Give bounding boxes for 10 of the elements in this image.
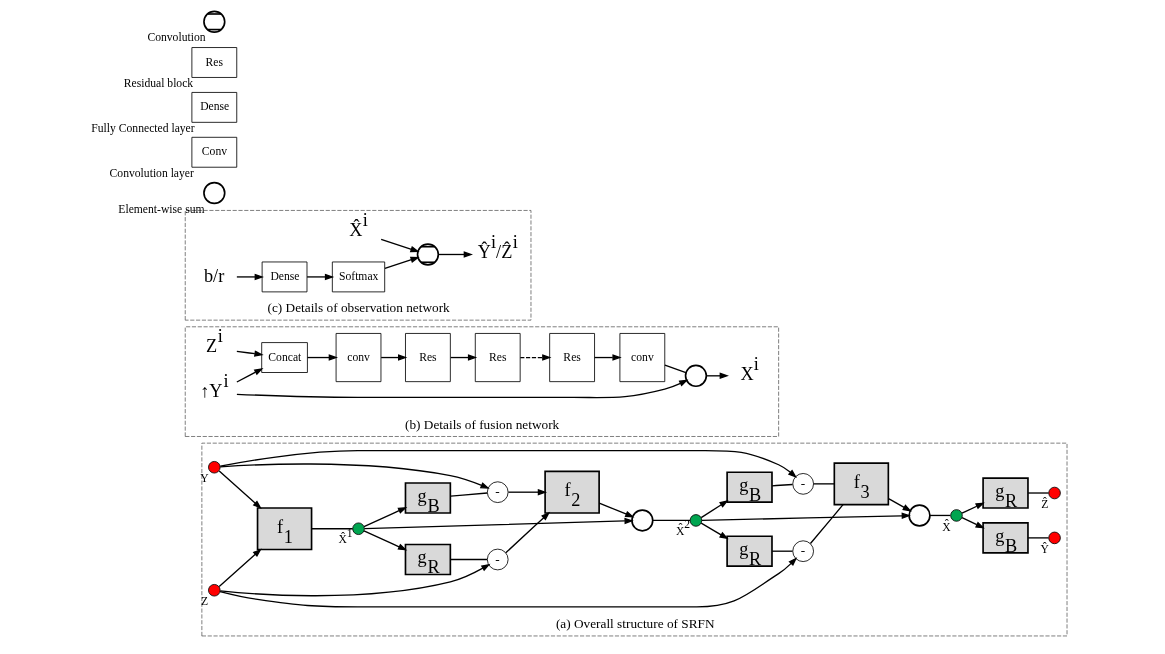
node-label: Residual block <box>123 76 194 90</box>
node-label: Z <box>201 595 209 609</box>
node-label: Convolution layer <box>109 166 194 180</box>
node-label: X̂ <box>942 520 951 534</box>
node-text: b/r <box>203 265 225 286</box>
node-label: Convolution <box>147 31 206 45</box>
node-label: Ŷ <box>1040 543 1049 557</box>
node-label: Ẑ <box>1041 498 1049 512</box>
node-label: Fully Connected layer <box>91 121 195 135</box>
node-label: Y <box>200 472 209 486</box>
